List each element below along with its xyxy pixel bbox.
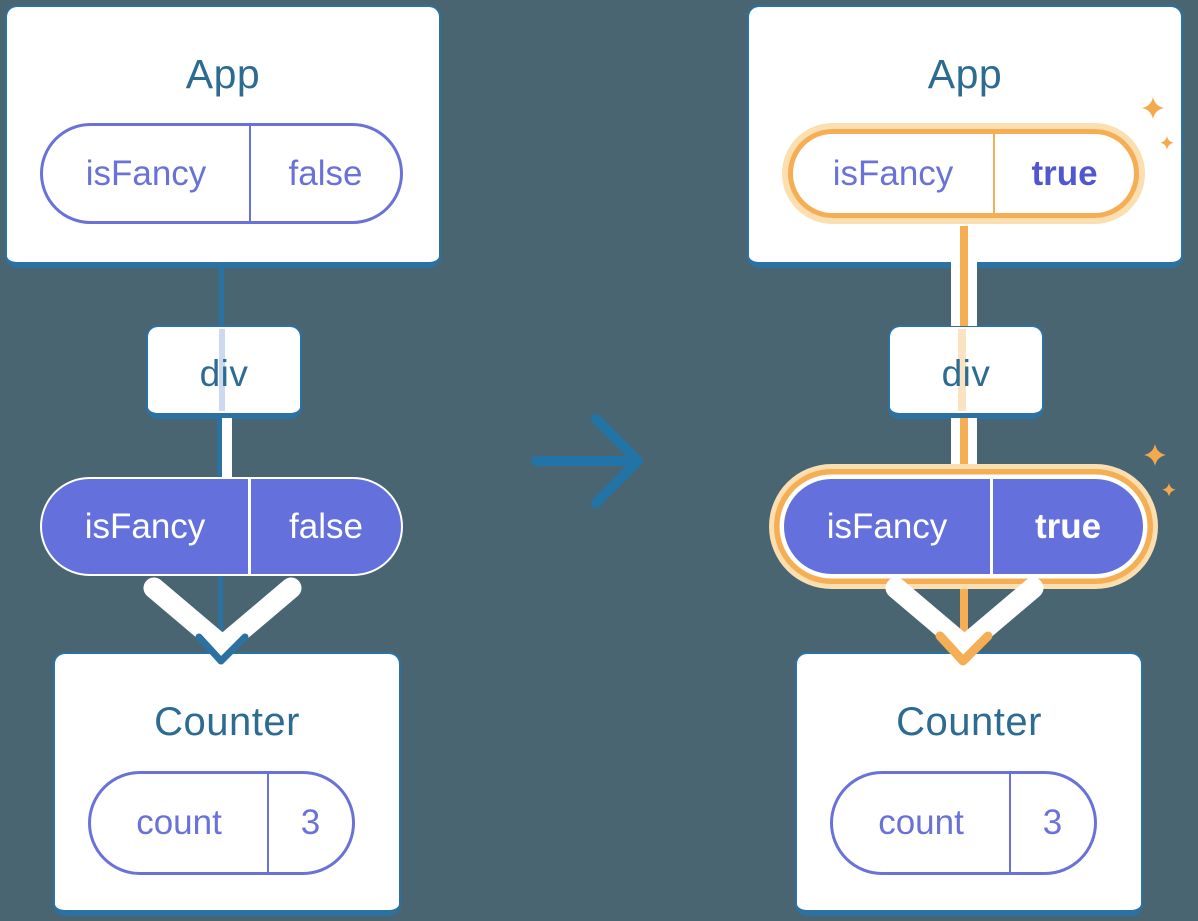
tree-edge-behind <box>219 329 225 411</box>
tree-after: App isFancy true div isFancy true Counte… <box>742 0 1198 921</box>
prop-name: isFancy <box>826 506 948 546</box>
prop-pill: isFancy false <box>40 123 403 224</box>
arrow-down-icon <box>143 577 302 665</box>
state-pill: count 3 <box>830 771 1097 875</box>
state-pill: count 3 <box>88 771 355 875</box>
tree-edge <box>218 576 223 652</box>
state-value: 3 <box>267 774 352 872</box>
div-card: div <box>888 325 1044 419</box>
prop-value: false <box>249 126 400 221</box>
prop-value: true <box>990 479 1143 574</box>
tree-edge-behind <box>958 329 966 411</box>
component-title: Counter <box>154 700 300 744</box>
arrow-down-icon <box>885 577 1044 666</box>
highlighted-tree-edge <box>960 418 968 480</box>
component-title: div <box>941 353 991 394</box>
arrow-right-icon <box>531 414 643 508</box>
component-title: App <box>185 51 261 97</box>
tree-edge <box>217 418 222 479</box>
highlighted-tree-edge <box>960 589 968 652</box>
state-name: count <box>136 803 222 842</box>
state-name: count <box>878 803 964 842</box>
div-card: div <box>146 325 302 419</box>
prop-flow-shaft <box>222 418 232 479</box>
passed-prop-pill-highlighted: isFancy true <box>782 477 1145 576</box>
component-title: div <box>199 353 249 394</box>
component-title: Counter <box>896 700 1042 744</box>
tree-before: App isFancy false div isFancy false Coun… <box>0 0 456 921</box>
prop-name: isFancy <box>85 153 207 193</box>
prop-name: isFancy <box>84 506 206 546</box>
passed-prop-pill: isFancy false <box>40 477 403 576</box>
sparkles-icon <box>1144 444 1176 497</box>
highlighted-tree-edge <box>960 226 968 326</box>
component-title: App <box>927 51 1003 97</box>
prop-pill-highlighted: isFancy true <box>788 129 1139 218</box>
prop-value: true <box>993 134 1134 213</box>
tree-edge <box>219 266 224 327</box>
sparkles-icon <box>1142 97 1174 150</box>
state-value: 3 <box>1009 774 1094 872</box>
prop-name: isFancy <box>832 153 954 193</box>
prop-value: false <box>248 479 401 574</box>
